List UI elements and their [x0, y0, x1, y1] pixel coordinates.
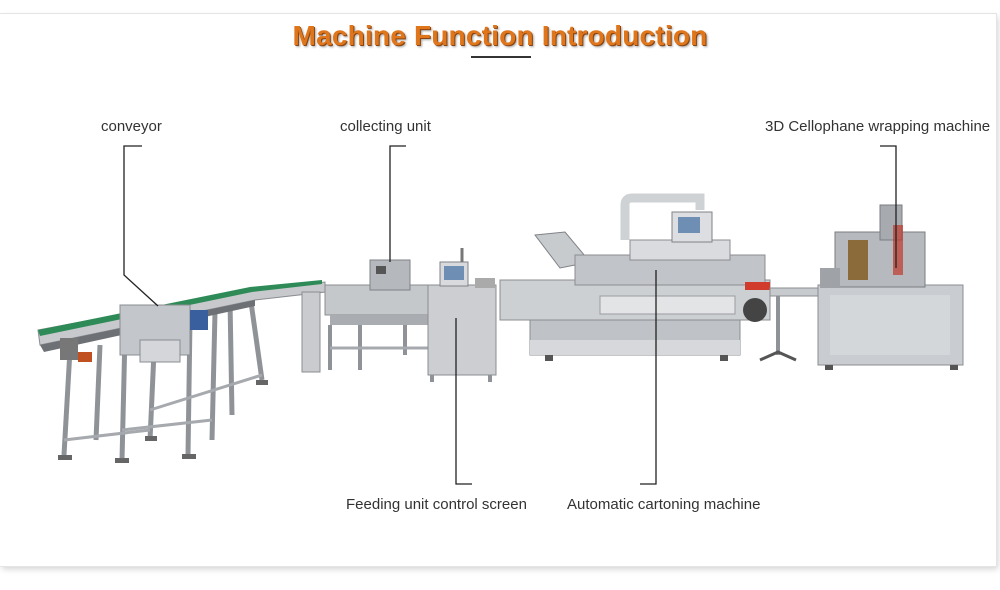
- label-feeding-screen: Feeding unit control screen: [346, 496, 527, 513]
- feeding-screen-leader: [455, 318, 472, 485]
- label-conveyor: conveyor: [101, 118, 162, 135]
- cartoning-machine: [499, 193, 771, 361]
- conveyor-machine: [37, 280, 326, 463]
- label-collecting-unit: collecting unit: [340, 118, 431, 135]
- wrapping-machine-leader: [880, 145, 897, 268]
- label-wrapping-machine: 3D Cellophane wrapping machine: [765, 118, 991, 135]
- conveyor-leader: [123, 145, 159, 307]
- title-underline: [471, 56, 531, 58]
- page-title: Machine Function Introduction: [292, 20, 708, 51]
- cartoning-machine-leader: [640, 270, 657, 485]
- wrapping-machine: [817, 204, 964, 370]
- control-screen-display: [444, 266, 464, 280]
- label-cartoning-machine: Automatic cartoning machine: [567, 496, 761, 513]
- collecting-unit-machine: [301, 259, 436, 373]
- leader-lines: [123, 145, 897, 485]
- feeding-unit-machine: [427, 248, 497, 382]
- collecting-unit-leader: [389, 145, 406, 262]
